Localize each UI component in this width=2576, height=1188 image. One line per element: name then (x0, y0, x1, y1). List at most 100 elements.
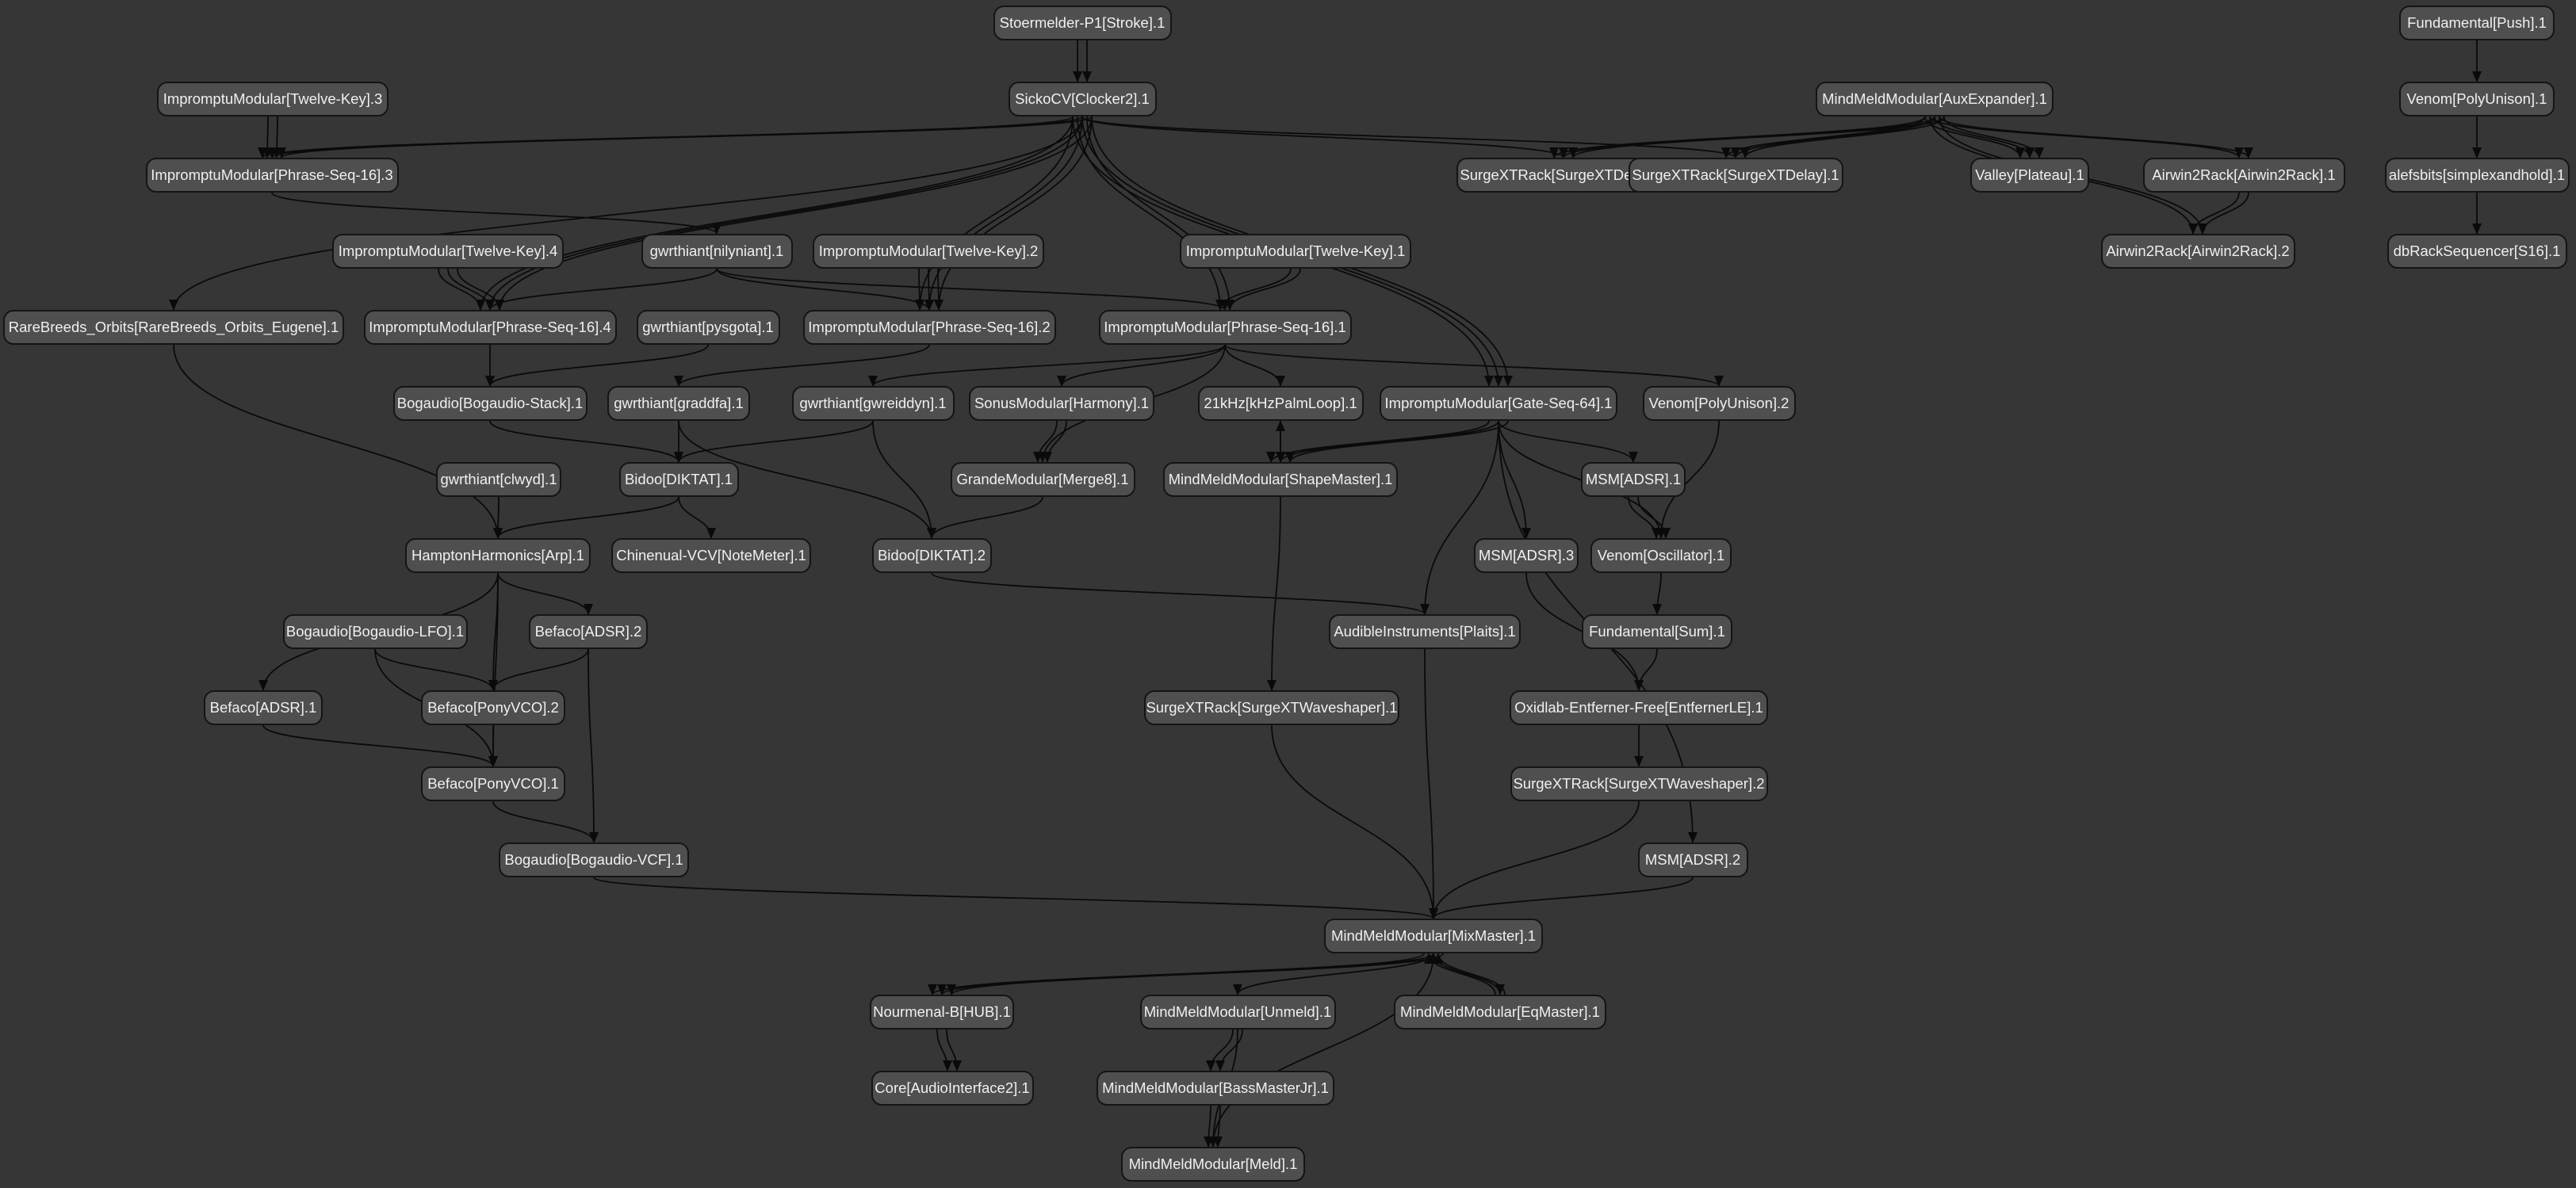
module-node-valley-plateau[interactable]: Valley[Plateau].1 (1970, 158, 2089, 193)
edge-befaco-adsr2-to-befaco-pony2 (488, 648, 589, 691)
module-node-bog-vcf[interactable]: Bogaudio[Bogaudio-VCF].1 (499, 842, 689, 877)
module-node-nournenal[interactable]: Nourmenal-B[HUB].1 (870, 995, 1014, 1029)
edge-mm-auxexpander-to-valley-plateau (1934, 116, 2034, 159)
edge-impromptu-gs64-to-mm-shapemaster (1266, 420, 1490, 463)
edge-surge-ws1-to-mm-mixmaster (1271, 724, 1438, 919)
module-node-surge-delay1[interactable]: SurgeXTRack[SurgeXTDelay].1 (1628, 158, 1843, 193)
module-node-khz-palmloop[interactable]: 21kHz[kHzPalmLoop].1 (1197, 386, 1364, 421)
edge-impromptu-gs64-to-msm-adsr1 (1498, 420, 1638, 463)
edge-sickocv-to-impromptu-ps1 (1086, 116, 1234, 311)
module-node-impromptu-ps4[interactable]: ImpromptuModular[Phrase-Seq-16].4 (363, 310, 617, 345)
module-node-rarebreeds[interactable]: RareBreeds_Orbits[RareBreeds_Orbits_Euge… (3, 310, 344, 345)
edge-mm-meld-to-mm-mixmaster (1212, 953, 1438, 1148)
edge-impromptu-ps2-to-gwr-graddfa (674, 344, 930, 387)
module-node-bog-stack[interactable]: Bogaudio[Bogaudio-Stack].1 (392, 386, 588, 421)
module-node-befaco-adsr2[interactable]: Befaco[ADSR].2 (529, 614, 648, 649)
edge-impromptu-tk4-to-impromptu-ps4 (438, 268, 485, 311)
module-node-impromptu-ps2[interactable]: ImpromptuModular[Phrase-Seq-16].2 (802, 310, 1056, 345)
module-node-bidoo-diktat2[interactable]: Bidoo[DIKTAT].2 (871, 538, 992, 573)
edge-mm-auxexpander-to-surge-delay1 (1740, 116, 1945, 159)
module-node-bog-lfo[interactable]: Bogaudio[Bogaudio-LFO].1 (282, 614, 468, 649)
edge-mm-unmeld-to-mm-bassmaster (1215, 1029, 1243, 1071)
module-node-mm-auxexpander[interactable]: MindMeldModular[AuxExpander].1 (1816, 82, 2054, 117)
edge-airwin-1-to-airwin-2 (2188, 192, 2240, 235)
module-node-befaco-pony1[interactable]: Befaco[PonyVCO].1 (421, 766, 565, 801)
module-node-befaco-adsr1[interactable]: Befaco[ADSR].1 (204, 690, 323, 725)
module-node-impromptu-ps1[interactable]: ImpromptuModular[Phrase-Seq-16].1 (1098, 310, 1352, 345)
edge-bog-lfo-to-befaco-pony2 (374, 648, 498, 691)
module-node-venom-polyunison1[interactable]: Venom[PolyUnison].1 (2399, 82, 2555, 117)
edge-sickocv-to-impromptu-ps4 (476, 116, 1074, 311)
module-node-grande-merge8[interactable]: GrandeModular[Merge8].1 (950, 462, 1135, 497)
edge-sonus-harmony-to-grande-merge8 (1043, 420, 1067, 463)
module-node-gwr-graddfa[interactable]: gwrthiant[graddfa].1 (607, 386, 750, 421)
module-node-fundamental-sum[interactable]: Fundamental[Sum].1 (1582, 614, 1732, 649)
edge-msm-adsr1-to-venom-osc (1637, 496, 1671, 539)
module-node-mm-meld[interactable]: MindMeldModular[Meld].1 (1121, 1147, 1305, 1182)
edge-sickocv-to-impromptu-ps2 (915, 116, 1074, 311)
edge-surge-ws2-to-mm-mixmaster (1429, 800, 1640, 919)
edge-mm-eqmaster-to-mm-mixmaster (1433, 953, 1506, 995)
edge-sickocv-to-impromptu-ps2 (924, 116, 1083, 311)
module-node-impromptu-tk4[interactable]: ImpromptuModular[Twelve-Key].4 (332, 234, 564, 269)
module-node-impromptu-ps3[interactable]: ImpromptuModular[Phrase-Seq-16].3 (145, 158, 399, 193)
module-node-alefsbits[interactable]: alefsbits[simplexandhold].1 (2384, 158, 2570, 193)
module-node-sickocv[interactable]: SickoCV[Clocker2].1 (1008, 82, 1157, 117)
module-node-oxidlab[interactable]: Oxidlab-Entferner-Free[EntfernerLE].1 (1510, 690, 1768, 725)
module-node-venom-polyunison2[interactable]: Venom[PolyUnison].2 (1642, 386, 1796, 421)
edge-befaco-adsr2-to-bog-vcf (588, 648, 599, 843)
edge-impromptu-gs64-to-mm-shapemaster (1285, 420, 1509, 463)
module-node-gwr-pysgota[interactable]: gwrthiant[pysgota].1 (636, 310, 780, 345)
module-node-impromptu-gs64[interactable]: ImpromptuModular[Gate-Seq-64].1 (1380, 386, 1617, 421)
module-node-venom-osc[interactable]: Venom[Oscillator].1 (1590, 538, 1732, 573)
module-node-surge-ws1[interactable]: SurgeXTRack[SurgeXTWaveshaper].1 (1144, 690, 1399, 725)
module-node-bidoo-diktat1[interactable]: Bidoo[DIKTAT].1 (618, 462, 739, 497)
edge-gwr-gwreiddyn-to-bidoo-diktat1 (674, 420, 874, 463)
edge-sickocv-to-impromptu-ps1 (1077, 116, 1225, 311)
edge-gwr-nilyniant-to-impromptu-ps4 (485, 268, 718, 311)
edge-msm-adsr1-to-venom-osc (1628, 496, 1661, 539)
edge-sickocv-to-impromptu-ps4 (485, 116, 1083, 311)
module-node-gwr-clwyd[interactable]: gwrthiant[clwyd].1 (436, 462, 561, 497)
module-node-impromptu-tk2[interactable]: ImpromptuModular[Twelve-Key].2 (813, 234, 1044, 269)
edge-befaco-adsr1-to-befaco-pony1 (262, 724, 498, 767)
edge-msm-adsr2-to-mm-mixmaster (1429, 877, 1694, 919)
edge-bidoo-diktat1-to-hampton-arp (493, 496, 679, 539)
module-node-airwin-1[interactable]: Airwin2Rack[Airwin2Rack].1 (2142, 158, 2345, 193)
edge-nournenal-to-core-audio (936, 1029, 952, 1071)
edge-sickocv-to-impromptu-ps4 (495, 116, 1093, 311)
edge-sickocv-to-surge-delay2 (1081, 116, 1568, 159)
module-node-msm-adsr3[interactable]: MSM[ADSR].3 (1474, 538, 1579, 573)
edge-mm-mixmaster-to-nournenal (947, 953, 1444, 995)
edge-impromptu-tk3-to-impromptu-ps3 (262, 116, 273, 159)
edge-venom-polyunison2-to-venom-osc (1656, 420, 1720, 539)
module-node-stoermelder[interactable]: Stoermelder-P1[Stroke].1 (993, 6, 1172, 40)
module-node-befaco-pony2[interactable]: Befaco[PonyVCO].2 (421, 690, 565, 725)
module-node-gwr-nilyniant[interactable]: gwrthiant[nilyniant].1 (641, 234, 793, 269)
edge-mm-bassmaster-to-mm-meld (1213, 1105, 1223, 1148)
module-node-mm-shapemaster[interactable]: MindMeldModular[ShapeMaster].1 (1163, 462, 1398, 497)
module-node-hampton-arp[interactable]: HamptonHarmonics[Arp].1 (405, 538, 591, 573)
module-node-gwr-gwreiddyn[interactable]: gwrthiant[gwreiddyn].1 (791, 386, 955, 421)
edge-bog-stack-to-bidoo-diktat1 (489, 420, 683, 463)
edge-sickocv-to-impromptu-ps2 (934, 116, 1093, 311)
module-node-audible-plaits[interactable]: AudibleInstruments[Plaits].1 (1329, 614, 1521, 649)
module-node-msm-adsr1[interactable]: MSM[ADSR].1 (1581, 462, 1686, 497)
module-node-mm-mixmaster[interactable]: MindMeldModular[MixMaster].1 (1324, 919, 1543, 953)
module-node-surge-ws2[interactable]: SurgeXTRack[SurgeXTWaveshaper].2 (1510, 766, 1768, 801)
module-node-msm-adsr2[interactable]: MSM[ADSR].2 (1637, 842, 1748, 877)
module-node-mm-unmeld[interactable]: MindMeldModular[Unmeld].1 (1139, 995, 1336, 1029)
module-node-airwin-2[interactable]: Airwin2Rack[Airwin2Rack].2 (2100, 234, 2295, 269)
module-node-sonus-harmony[interactable]: SonusModular[Harmony].1 (969, 386, 1154, 421)
module-node-mm-eqmaster[interactable]: MindMeldModular[EqMaster].1 (1394, 995, 1606, 1029)
module-node-impromptu-tk1[interactable]: ImpromptuModular[Twelve-Key].1 (1180, 234, 1411, 269)
module-node-core-audio[interactable]: Core[AudioInterface2].1 (871, 1071, 1034, 1106)
module-node-impromptu-tk3[interactable]: ImpromptuModular[Twelve-Key].3 (157, 82, 389, 117)
module-node-chinenual[interactable]: Chinenual-VCV[NoteMeter].1 (611, 538, 811, 573)
edge-mm-eqmaster-to-mm-mixmaster (1424, 953, 1496, 995)
module-node-dbrack[interactable]: dbRackSequencer[S16].1 (2387, 234, 2567, 269)
module-node-mm-bassmaster[interactable]: MindMeldModular[BassMasterJr].1 (1097, 1071, 1334, 1106)
module-node-fundamental-push[interactable]: Fundamental[Push].1 (2399, 6, 2555, 40)
